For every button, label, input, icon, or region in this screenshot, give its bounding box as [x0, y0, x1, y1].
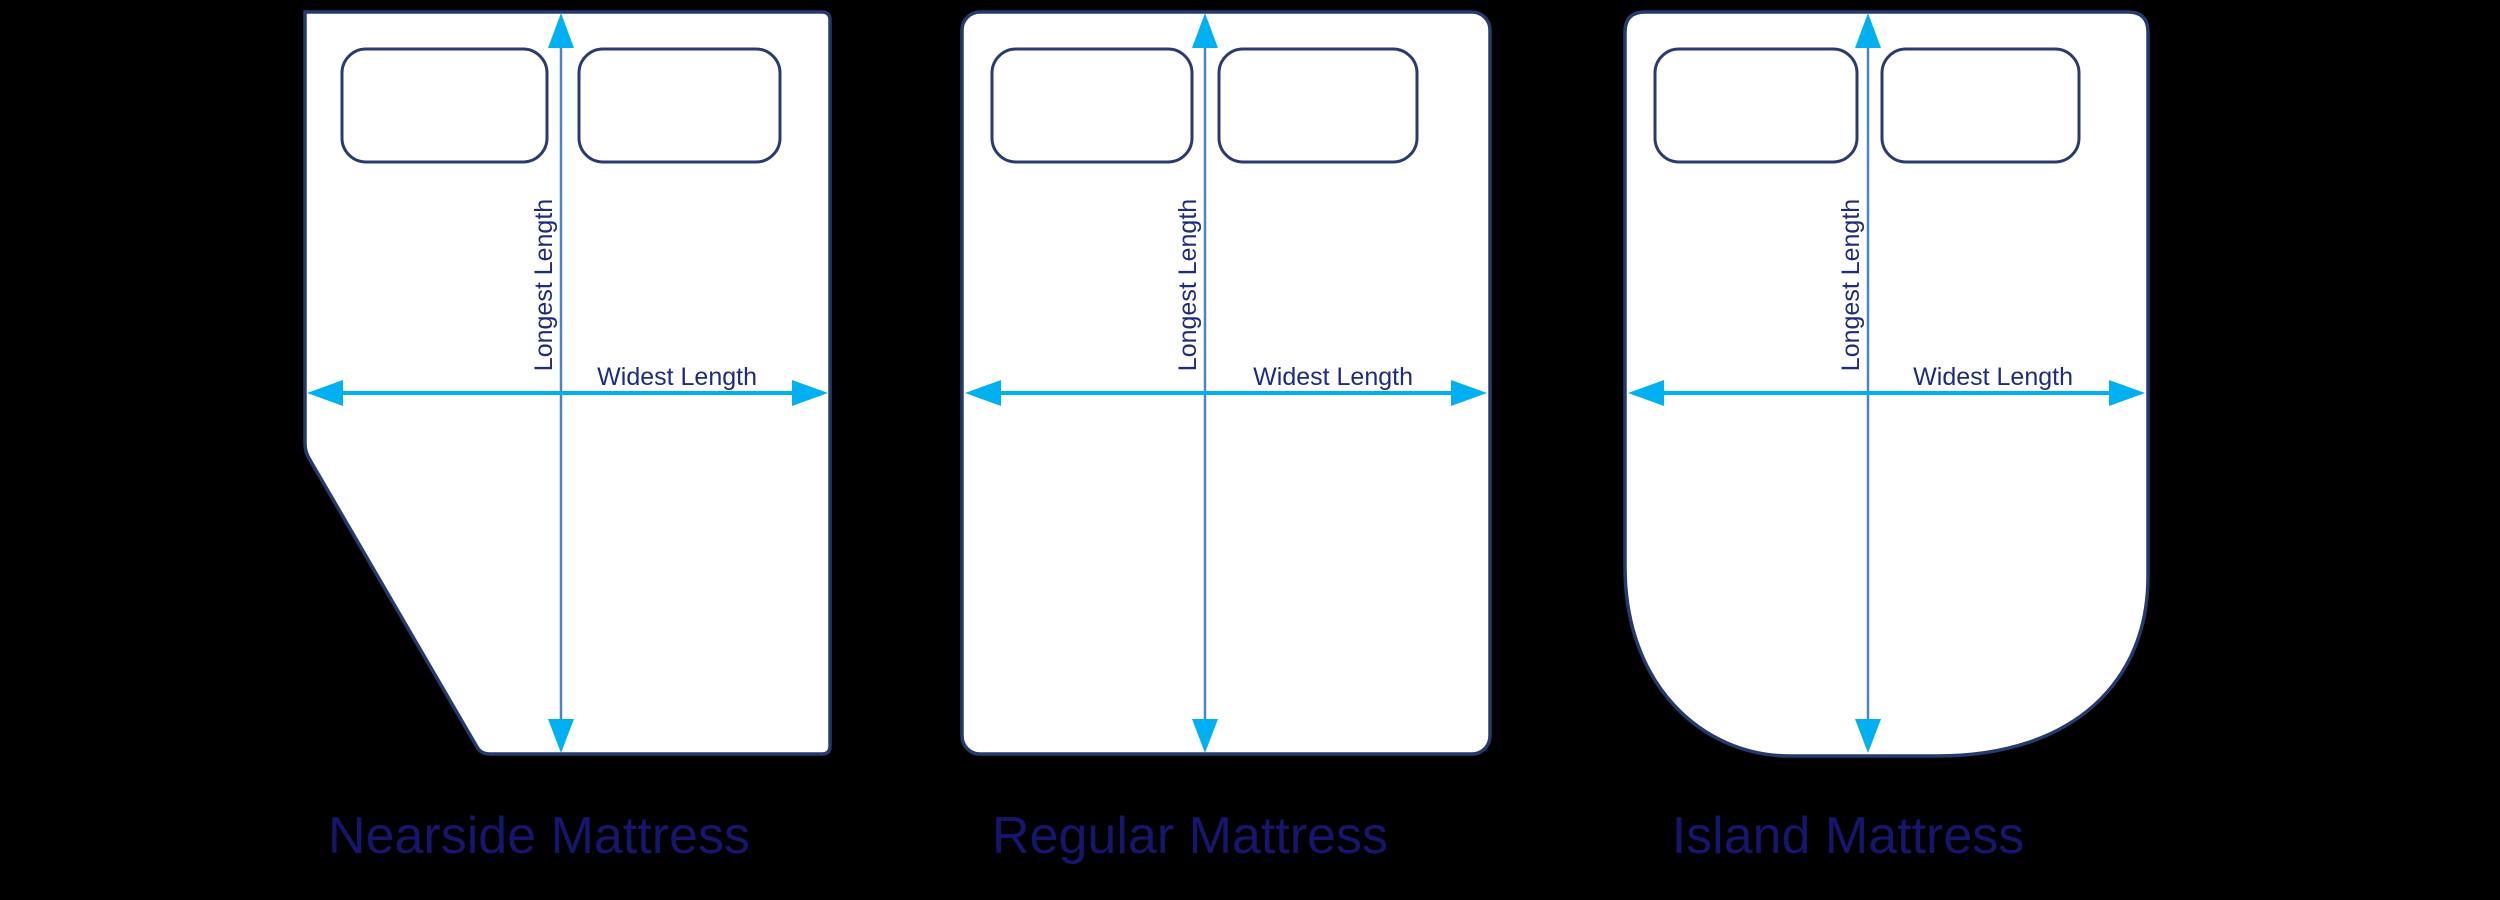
mattress-nearside: Longest Length Widest Length Nearside Ma…	[303, 10, 832, 865]
longest-length-arrow	[1855, 13, 1881, 753]
arrow-head-left-icon	[965, 380, 1001, 406]
mattress-title-regular: Regular Mattress	[992, 807, 1388, 865]
widest-length-arrow	[307, 380, 828, 406]
longest-length-arrow	[548, 13, 574, 753]
arrow-head-right-icon	[1451, 380, 1487, 406]
pillow	[1653, 47, 1859, 164]
mattress-island: Longest Length Widest Length Island Matt…	[1623, 10, 2150, 865]
pillow	[1880, 47, 2081, 164]
arrow-head-up-icon	[1192, 13, 1218, 48]
arrow-head-up-icon	[548, 13, 574, 48]
mattress-outline-regular	[960, 10, 1492, 756]
mattress-outline-island	[1623, 10, 2150, 758]
arrow-head-down-icon	[1855, 719, 1881, 753]
arrow-head-right-icon	[792, 380, 828, 406]
pillow	[1217, 47, 1419, 164]
widest-length-label: Widest Length	[1913, 363, 2073, 391]
longest-length-label: Longest Length	[1174, 199, 1202, 371]
arrow-head-up-icon	[1855, 13, 1881, 48]
widest-length-arrow	[965, 380, 1487, 406]
arrow-head-right-icon	[2109, 380, 2145, 406]
longest-length-label: Longest Length	[530, 199, 558, 371]
widest-length-label: Widest Length	[1253, 363, 1413, 391]
arrow-head-left-icon	[307, 380, 343, 406]
widest-length-label: Widest Length	[597, 363, 757, 391]
mattress-title-nearside: Nearside Mattress	[328, 807, 750, 865]
arrow-head-down-icon	[548, 719, 574, 753]
pillow	[340, 47, 549, 164]
longest-length-label: Longest Length	[1837, 199, 1865, 371]
arrow-head-left-icon	[1628, 380, 1664, 406]
pillow	[577, 47, 782, 164]
arrow-head-down-icon	[1192, 719, 1218, 753]
mattress-regular: Longest Length Widest Length Regular Mat…	[960, 10, 1492, 865]
widest-length-arrow	[1628, 380, 2145, 406]
longest-length-arrow	[1192, 13, 1218, 753]
mattress-title-island: Island Mattress	[1672, 807, 2025, 865]
mattress-outline-nearside	[303, 10, 832, 756]
pillow	[990, 47, 1194, 164]
